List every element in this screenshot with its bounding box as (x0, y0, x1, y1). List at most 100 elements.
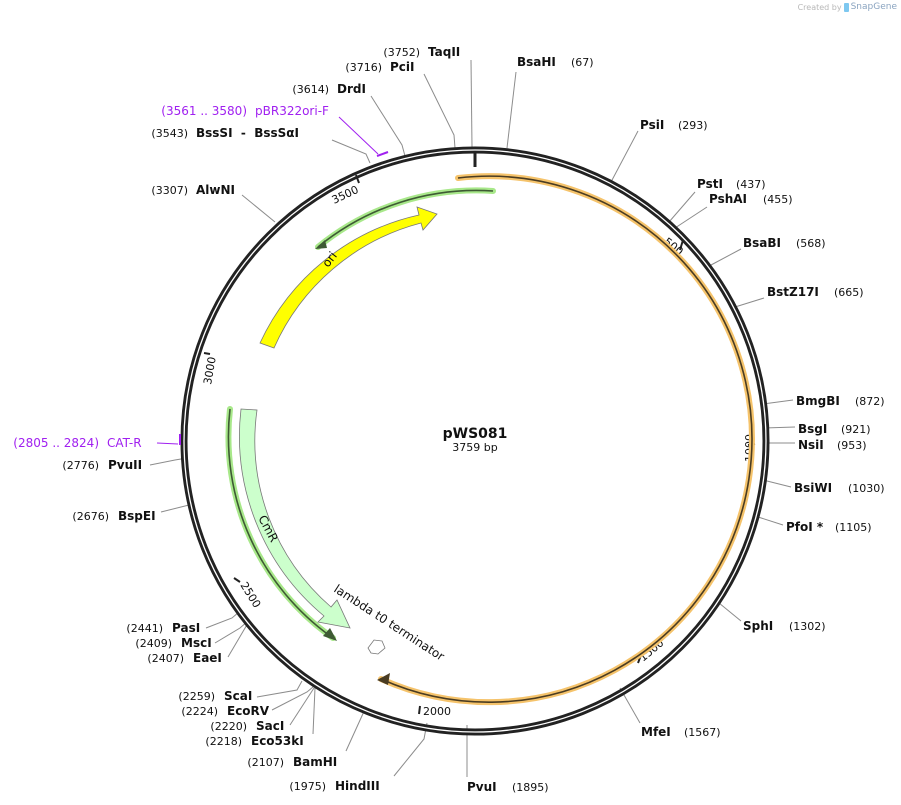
svg-text:(2441): (2441) (126, 622, 163, 635)
site-bsahi[interactable]: BsaHI (67) (517, 55, 594, 69)
site-alwni[interactable]: (3307) AlwNI (151, 183, 235, 197)
svg-text:AlwNI: AlwNI (196, 183, 235, 197)
svg-text:EaeI: EaeI (193, 651, 222, 665)
svg-text:(2409): (2409) (135, 637, 172, 650)
primer-name-pbr322ori-f: pBR322ori-F (255, 104, 329, 118)
site-mfei[interactable]: MfeI(1567) (641, 725, 721, 739)
svg-text:(665): (665) (834, 286, 864, 299)
primer-name-cat-r: CAT-R (107, 436, 142, 450)
credit-prefix: Created by (797, 2, 842, 12)
terminator-feature: lambda t0 terminator (331, 582, 447, 664)
cmr-feature: CmR (239, 408, 351, 629)
primer-range-pbr322ori-f: (3561 .. 3580) (161, 104, 247, 118)
svg-text:BssSI - BssSαI: BssSI - BssSαI (196, 126, 299, 140)
svg-text:(568): (568) (796, 237, 826, 250)
svg-text:(1567): (1567) (684, 726, 721, 739)
svg-text:BamHI: BamHI (293, 755, 337, 769)
svg-text:PvuII: PvuII (108, 458, 142, 472)
svg-text:(1105): (1105) (835, 521, 872, 534)
site-eco53ki[interactable]: (2218) Eco53kI (205, 734, 303, 748)
svg-text:Eco53kI: Eco53kI (251, 734, 304, 748)
svg-text:BstZ17I: BstZ17I (767, 285, 819, 299)
site-psti[interactable]: PstI (437) (697, 177, 766, 191)
site-bsabi[interactable]: BsaBI (568) (743, 236, 826, 250)
primer-marks (156, 116, 389, 445)
site-eaei[interactable]: (2407) EaeI (147, 651, 221, 665)
site-labels-right: BsaHI (67) PsiI(293) PstI (437) PshAI(455)… (467, 55, 885, 794)
svg-text:(2218): (2218) (205, 735, 242, 748)
site-pcii[interactable]: (3716)PciI (345, 60, 414, 74)
ori-arrow (259, 206, 438, 349)
credit-brand: SnapGene (850, 2, 897, 12)
svg-text:(3614): (3614) (292, 83, 329, 96)
site-bsiwi[interactable]: BsiWI (1030) (794, 481, 885, 495)
site-pasi[interactable]: (2441) PasI (126, 621, 200, 635)
svg-text:(2107): (2107) (247, 756, 284, 769)
site-drdi[interactable]: (3614) DrdI (292, 82, 366, 96)
site-bsssi[interactable]: (3543) BssSI - BssSαI (151, 126, 299, 140)
green-cmr-arrowhead-icon (323, 628, 337, 641)
site-saci[interactable]: (2220)SacI (210, 719, 284, 733)
site-leader-lines (149, 59, 796, 777)
svg-text:(1895): (1895) (512, 781, 549, 794)
site-bmgbi[interactable]: BmgBI(872) (796, 394, 885, 408)
site-pfoi[interactable]: PfoI * (1105) (786, 520, 872, 534)
svg-text:(2676): (2676) (72, 510, 109, 523)
plasmid-length: 3759 bp (452, 441, 497, 454)
svg-text:DrdI: DrdI (337, 82, 366, 96)
svg-text:HindIII: HindIII (335, 779, 380, 793)
svg-text:(1030): (1030) (848, 482, 885, 495)
svg-text:(2776): (2776) (62, 459, 99, 472)
site-taqii[interactable]: (3752) TaqII (383, 45, 460, 59)
terminator-shape-icon (367, 639, 386, 655)
svg-text:BspEI: BspEI (118, 509, 156, 523)
svg-text:(67): (67) (571, 56, 594, 69)
svg-text:BsaHI: BsaHI (517, 55, 556, 69)
svg-text:(3716): (3716) (345, 61, 382, 74)
svg-text:(1302): (1302) (789, 620, 826, 633)
site-ecorv[interactable]: (2224)EcoRV (181, 704, 269, 718)
primer-range-cat-r: (2805 .. 2824) (13, 436, 99, 450)
green-ori-arc (315, 187, 496, 250)
site-pshai[interactable]: PshAI(455) (709, 192, 793, 206)
site-bstz17i[interactable]: BstZ17I (665) (767, 285, 864, 299)
site-bamhi[interactable]: (2107) BamHI (247, 755, 337, 769)
snapgene-logo-icon (843, 2, 849, 12)
site-bsgi[interactable]: BsgI(921) (798, 422, 871, 436)
cmr-arrow (239, 408, 351, 629)
svg-text:TaqII: TaqII (428, 45, 460, 59)
svg-text:(2259): (2259) (178, 690, 215, 703)
site-pvui[interactable]: PvuI(1895) (467, 780, 549, 794)
svg-text:PstI: PstI (697, 177, 723, 191)
primer-labels: (3561 .. 3580) pBR322ori-F (2805 .. 2824… (13, 104, 329, 450)
site-bspei[interactable]: (2676) BspEI (72, 509, 155, 523)
svg-text:MscI: MscI (181, 636, 212, 650)
site-pvuii[interactable]: (2776) PvuII (62, 458, 142, 472)
site-sphi[interactable]: SphI (1302) (743, 619, 826, 633)
svg-text:PfoI *: PfoI * (786, 520, 824, 534)
svg-text:PasI: PasI (172, 621, 200, 635)
svg-text:(3307): (3307) (151, 184, 188, 197)
svg-text:PshAI: PshAI (709, 192, 747, 206)
backbone-ring (180, 146, 770, 736)
site-scai[interactable]: (2259) ScaI (178, 689, 252, 703)
svg-text:(953): (953) (837, 439, 867, 452)
site-psii[interactable]: PsiI(293) (640, 118, 708, 132)
orange-arc-arrowhead-icon (377, 673, 390, 685)
svg-text:(3752): (3752) (383, 46, 420, 59)
site-msci[interactable]: (2409) MscI (135, 636, 211, 650)
svg-text:BsiWI: BsiWI (794, 481, 832, 495)
svg-text:ScaI: ScaI (224, 689, 252, 703)
tick-label-3000: 3000 (201, 356, 219, 386)
svg-text:SphI: SphI (743, 619, 773, 633)
svg-text:PsiI: PsiI (640, 118, 664, 132)
site-nsii[interactable]: NsiI(953) (798, 438, 867, 452)
svg-text:BsaBI: BsaBI (743, 236, 781, 250)
primer-bar-pbr322ori-f (376, 151, 389, 157)
svg-text:(3543): (3543) (151, 127, 188, 140)
site-hindiii[interactable]: (1975)HindIII (289, 779, 379, 793)
svg-text:EcoRV: EcoRV (227, 704, 270, 718)
svg-text:(2407): (2407) (147, 652, 184, 665)
svg-text:(437): (437) (736, 178, 766, 191)
